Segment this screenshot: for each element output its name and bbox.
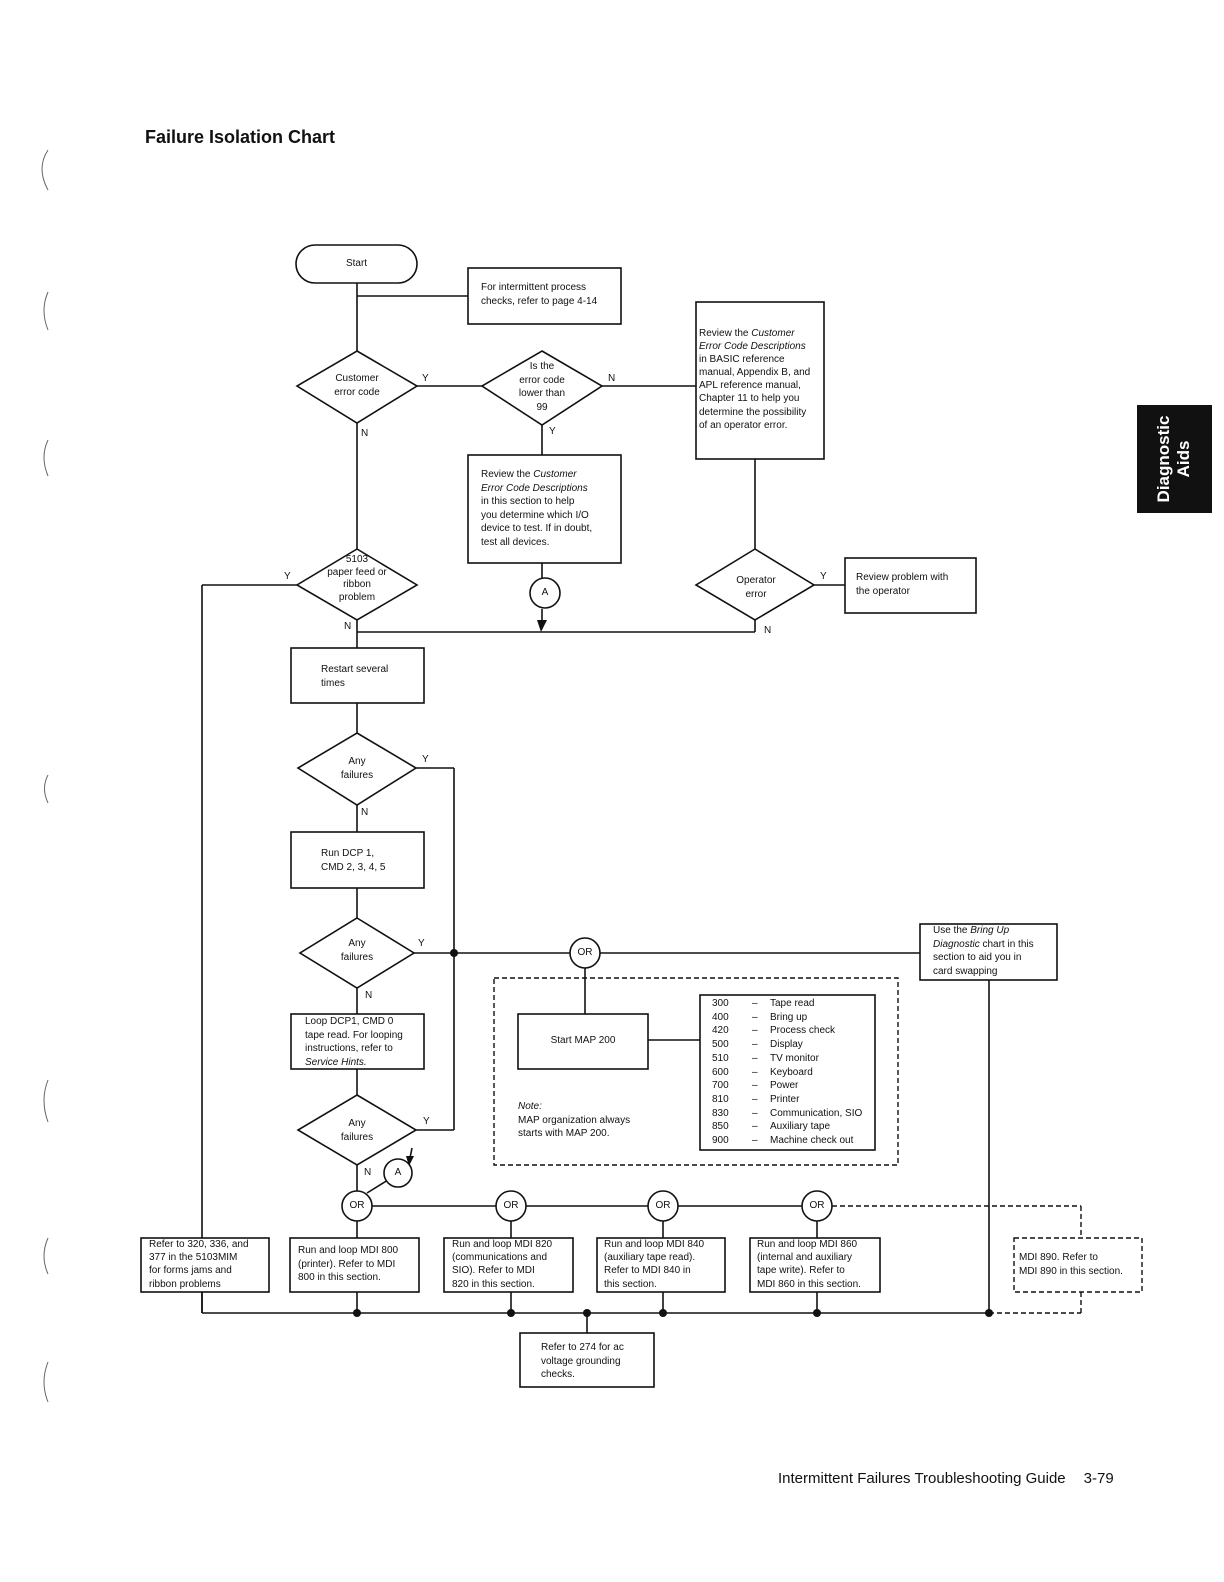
branch-yes-customer-code: Y <box>422 373 429 384</box>
or-junction-2: OR <box>503 1200 519 1211</box>
run-dcp: Run DCP 1, CMD 2, 3, 4, 5 <box>321 848 386 873</box>
mdi-820: Run and loop MDI 820 (communications and… <box>452 1239 553 1290</box>
map-row: 420–Process check <box>712 1025 836 1037</box>
map-row: 500–Display <box>712 1039 803 1051</box>
loop-dcp-cmd0: Loop DCP1, CMD 0 tape read. For looping … <box>305 1016 403 1068</box>
review-customer-error-basic: Review the Customer Error Code Descripti… <box>699 328 811 431</box>
refer-274-grounding: Refer to 274 for ac voltage grounding ch… <box>541 1342 624 1381</box>
branch-yes-lower-99: Y <box>549 426 556 437</box>
map-row: 400–Bring up <box>712 1011 808 1023</box>
decision-paper-feed-ribbon: 5103 paper feed or ribbon problem <box>327 554 387 603</box>
page-footer: Intermittent Failures Troubleshooting Gu… <box>778 1470 1114 1487</box>
branch-no-any-failures-3: N <box>364 1167 372 1178</box>
start-map-200: Start MAP 200 <box>550 1035 616 1046</box>
branch-no-any-failures-2: N <box>365 990 373 1001</box>
connector-a-bottom: A <box>394 1167 402 1178</box>
branch-no-any-failures-1: N <box>361 807 369 818</box>
decision-any-failures-1: Any failures <box>340 756 374 781</box>
restart-several-times: Restart several times <box>321 664 389 689</box>
map-row: 810–Printer <box>712 1093 800 1105</box>
mdi-800: Run and loop MDI 800 (printer). Refer to… <box>298 1245 399 1284</box>
mdi-840: Run and loop MDI 840 (auxiliary tape rea… <box>604 1239 705 1290</box>
or-junction-3: OR <box>655 1200 671 1211</box>
map-note: Note: MAP organization always starts wit… <box>518 1101 631 1140</box>
page-title: Failure Isolation Chart <box>145 127 336 147</box>
branch-no-paper-feed: N <box>344 621 352 632</box>
map-list: 300–Tape read 400–Bring up 420–Process c… <box>712 997 862 1148</box>
bring-up-diagnostic: Use the Bring Up Diagnostic chart in thi… <box>933 925 1034 977</box>
branch-yes-any-failures-3: Y <box>423 1116 430 1127</box>
decision-any-failures-2: Any failures <box>340 938 374 963</box>
map-row: 900–Machine check out <box>712 1135 854 1147</box>
map-row: 300–Tape read <box>712 998 815 1009</box>
review-with-operator: Review problem with the operator <box>856 572 949 597</box>
or-junction-4: OR <box>809 1200 825 1211</box>
map-row: 700–Power <box>712 1080 799 1092</box>
refer-forms-jams: Refer to 320, 336, and 377 in the 5103MI… <box>149 1239 249 1290</box>
map-row: 510–TV monitor <box>712 1052 819 1064</box>
or-junction-map: OR <box>577 947 593 958</box>
branch-yes-any-failures-1: Y <box>422 754 429 765</box>
page-number: 3-79 <box>1083 1470 1114 1487</box>
decision-any-failures-3: Any failures <box>340 1118 374 1143</box>
footer-title: Intermittent Failures Troubleshooting Gu… <box>778 1470 1066 1487</box>
start-terminal: Start <box>345 258 368 269</box>
map-row: 600–Keyboard <box>712 1066 813 1078</box>
review-customer-error-section: Review the Customer Error Code Descripti… <box>481 469 593 548</box>
mdi-860: Run and loop MDI 860 (internal and auxil… <box>757 1239 861 1290</box>
branch-no-lower-99: N <box>608 373 616 384</box>
branch-no-operator-error: N <box>764 625 772 636</box>
map-row: 850–Auxiliary tape <box>712 1121 831 1133</box>
decision-operator-error: Operator error <box>736 575 776 600</box>
decision-error-code-lower: Is the error code lower than 99 <box>518 361 566 413</box>
mdi-890: MDI 890. Refer to MDI 890 in this sectio… <box>1019 1252 1123 1277</box>
branch-yes-paper-feed: Y <box>284 571 291 582</box>
branch-no-customer-code: N <box>361 428 369 439</box>
or-junction-1: OR <box>349 1200 365 1211</box>
branch-yes-operator-error: Y <box>820 571 827 582</box>
branch-yes-any-failures-2: Y <box>418 938 425 949</box>
map-row: 830–Communication, SIO <box>712 1107 863 1119</box>
intermittent-check-note: For intermittent process checks, refer t… <box>481 282 598 307</box>
connector-a-top: A <box>541 587 549 598</box>
decision-customer-error-code: Customer error code <box>334 373 380 398</box>
